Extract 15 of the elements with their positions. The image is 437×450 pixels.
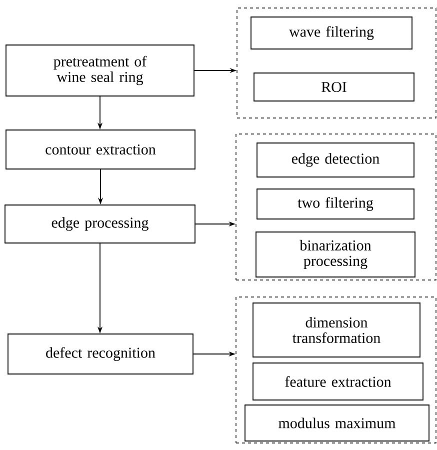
process-box: ROI: [254, 72, 414, 102]
group-box: [236, 8, 436, 118]
group-box: [236, 296, 436, 444]
process-box: defect recognition: [8, 334, 194, 374]
process-box: modulus maximum: [244, 404, 430, 442]
process-box: edge detection: [256, 142, 414, 178]
process-box: binarization processing: [256, 232, 416, 278]
process-box: pretreatment of wine seal ring: [6, 44, 194, 96]
process-box: wave filtering: [250, 16, 412, 50]
process-box: contour extraction: [6, 130, 196, 170]
process-box: feature extraction: [252, 362, 424, 400]
group-box: [236, 134, 436, 280]
process-box: two filtering: [256, 188, 414, 220]
process-box: edge processing: [4, 204, 196, 244]
process-box: dimension transformation: [252, 302, 420, 358]
